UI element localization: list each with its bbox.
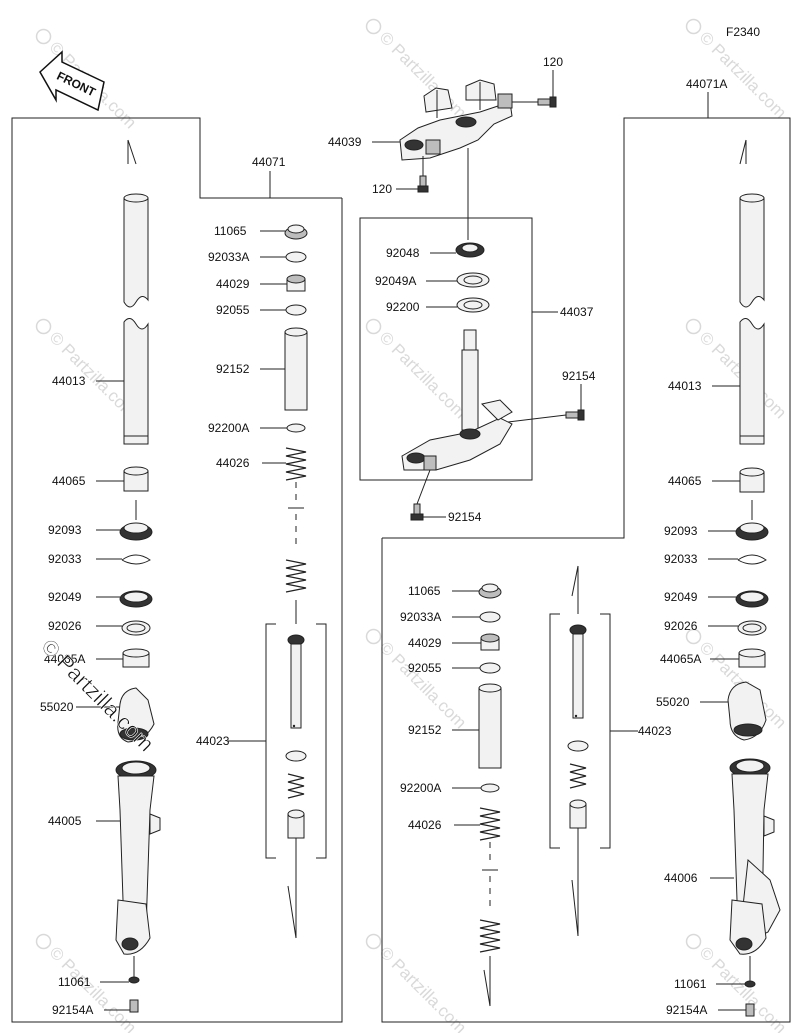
- watermark: © Partzilla.com: [376, 328, 470, 422]
- label-right-44023: 44023: [638, 724, 672, 738]
- label-right-92055: 92055: [408, 661, 442, 675]
- upper-triple-clamp: [399, 79, 513, 161]
- label-92049A-center: 92049A: [375, 274, 416, 288]
- steering-stem: [401, 329, 513, 471]
- label-left-44071: 44071: [252, 155, 286, 169]
- label-left-44023: 44023: [196, 734, 230, 748]
- steering-stem-bracket: [359, 217, 558, 481]
- left-inner-column: [260, 224, 308, 939]
- left-cartridge-bracket: [228, 623, 327, 859]
- label-right-92200A: 92200A: [400, 781, 441, 795]
- right-fork-bracket: [381, 92, 791, 1023]
- label-left-11061: 11061: [58, 975, 91, 989]
- label-right-92152: 92152: [408, 723, 442, 737]
- right-inner-column: [452, 565, 589, 1007]
- label-left-44065A: 44065A: [44, 652, 85, 666]
- right-cartridge-bracket: [549, 613, 638, 849]
- label-left-92154A: 92154A: [52, 1003, 93, 1017]
- watermark: © Partzilla.com: [696, 943, 790, 1033]
- label-92154-right: 92154: [562, 369, 596, 383]
- label-92048: 92048: [386, 246, 420, 260]
- stem-bearing-92048: [430, 242, 485, 258]
- label-92200-center: 92200: [386, 300, 420, 314]
- label-right-44006: 44006: [664, 871, 698, 885]
- label-right-44065A: 44065A: [660, 652, 701, 666]
- label-right-44029: 44029: [408, 636, 442, 650]
- watermark: © Partzilla.com: [376, 638, 470, 732]
- right-outer-column: [700, 139, 781, 1017]
- label-right-11061: 11061: [674, 977, 707, 991]
- watermark: © Partzilla.com: [376, 28, 470, 122]
- label-left-55020: 55020: [40, 700, 74, 714]
- label-left-44026: 44026: [216, 456, 250, 470]
- label-left-92200A: 92200A: [208, 421, 249, 435]
- label-120-top: 120: [543, 55, 563, 69]
- bolt-92154-right: [507, 384, 585, 423]
- label-44039: 44039: [328, 135, 362, 149]
- label-right-55020: 55020: [656, 695, 690, 709]
- label-left-92026: 92026: [48, 619, 82, 633]
- label-right-92033A: 92033A: [400, 610, 441, 624]
- label-left-44065: 44065: [52, 474, 86, 488]
- stem-washer-92200: [426, 297, 490, 313]
- label-right-92049: 92049: [664, 590, 698, 604]
- left-outer-column: [76, 139, 161, 1013]
- label-right-11065: 11065: [408, 584, 441, 598]
- label-left-92055: 92055: [216, 303, 250, 317]
- label-right-92154A: 92154A: [666, 1003, 707, 1017]
- label-right-44065: 44065: [668, 474, 702, 488]
- watermark: © Partzilla.com: [376, 943, 470, 1033]
- label-right-44013: 44013: [668, 379, 702, 393]
- label-left-11065: 11065: [214, 224, 247, 238]
- bolt-120-bottom: [396, 156, 429, 193]
- label-right-44026: 44026: [408, 818, 442, 832]
- bolt-92154-bottom: [410, 469, 446, 521]
- label-right-92026: 92026: [664, 619, 698, 633]
- label-left-92152: 92152: [216, 362, 250, 376]
- label-92154-bottom: 92154: [448, 510, 482, 524]
- label-right-92033: 92033: [664, 552, 698, 566]
- label-left-92033: 92033: [48, 552, 82, 566]
- bolt-120-top: [512, 70, 557, 108]
- label-left-44005: 44005: [48, 814, 82, 828]
- label-left-44029: 44029: [216, 277, 250, 291]
- part-labels: 120 44039 120 92048 92049A 92200 44037 9…: [40, 55, 727, 1017]
- label-120-bottom: 120: [372, 182, 392, 196]
- watermark: © Partzilla.com: [696, 28, 790, 122]
- label-left-44013: 44013: [52, 374, 86, 388]
- left-fork-bracket: [11, 117, 343, 1023]
- label-right-92093: 92093: [664, 524, 698, 538]
- label-left-92033A: 92033A: [208, 250, 249, 264]
- label-left-92093: 92093: [48, 523, 82, 537]
- label-44037: 44037: [560, 305, 594, 319]
- label-left-92049: 92049: [48, 590, 82, 604]
- figure-code: F2340: [726, 25, 760, 39]
- stem-seal-92049A: [426, 272, 490, 288]
- label-right-44071A: 44071A: [686, 77, 727, 91]
